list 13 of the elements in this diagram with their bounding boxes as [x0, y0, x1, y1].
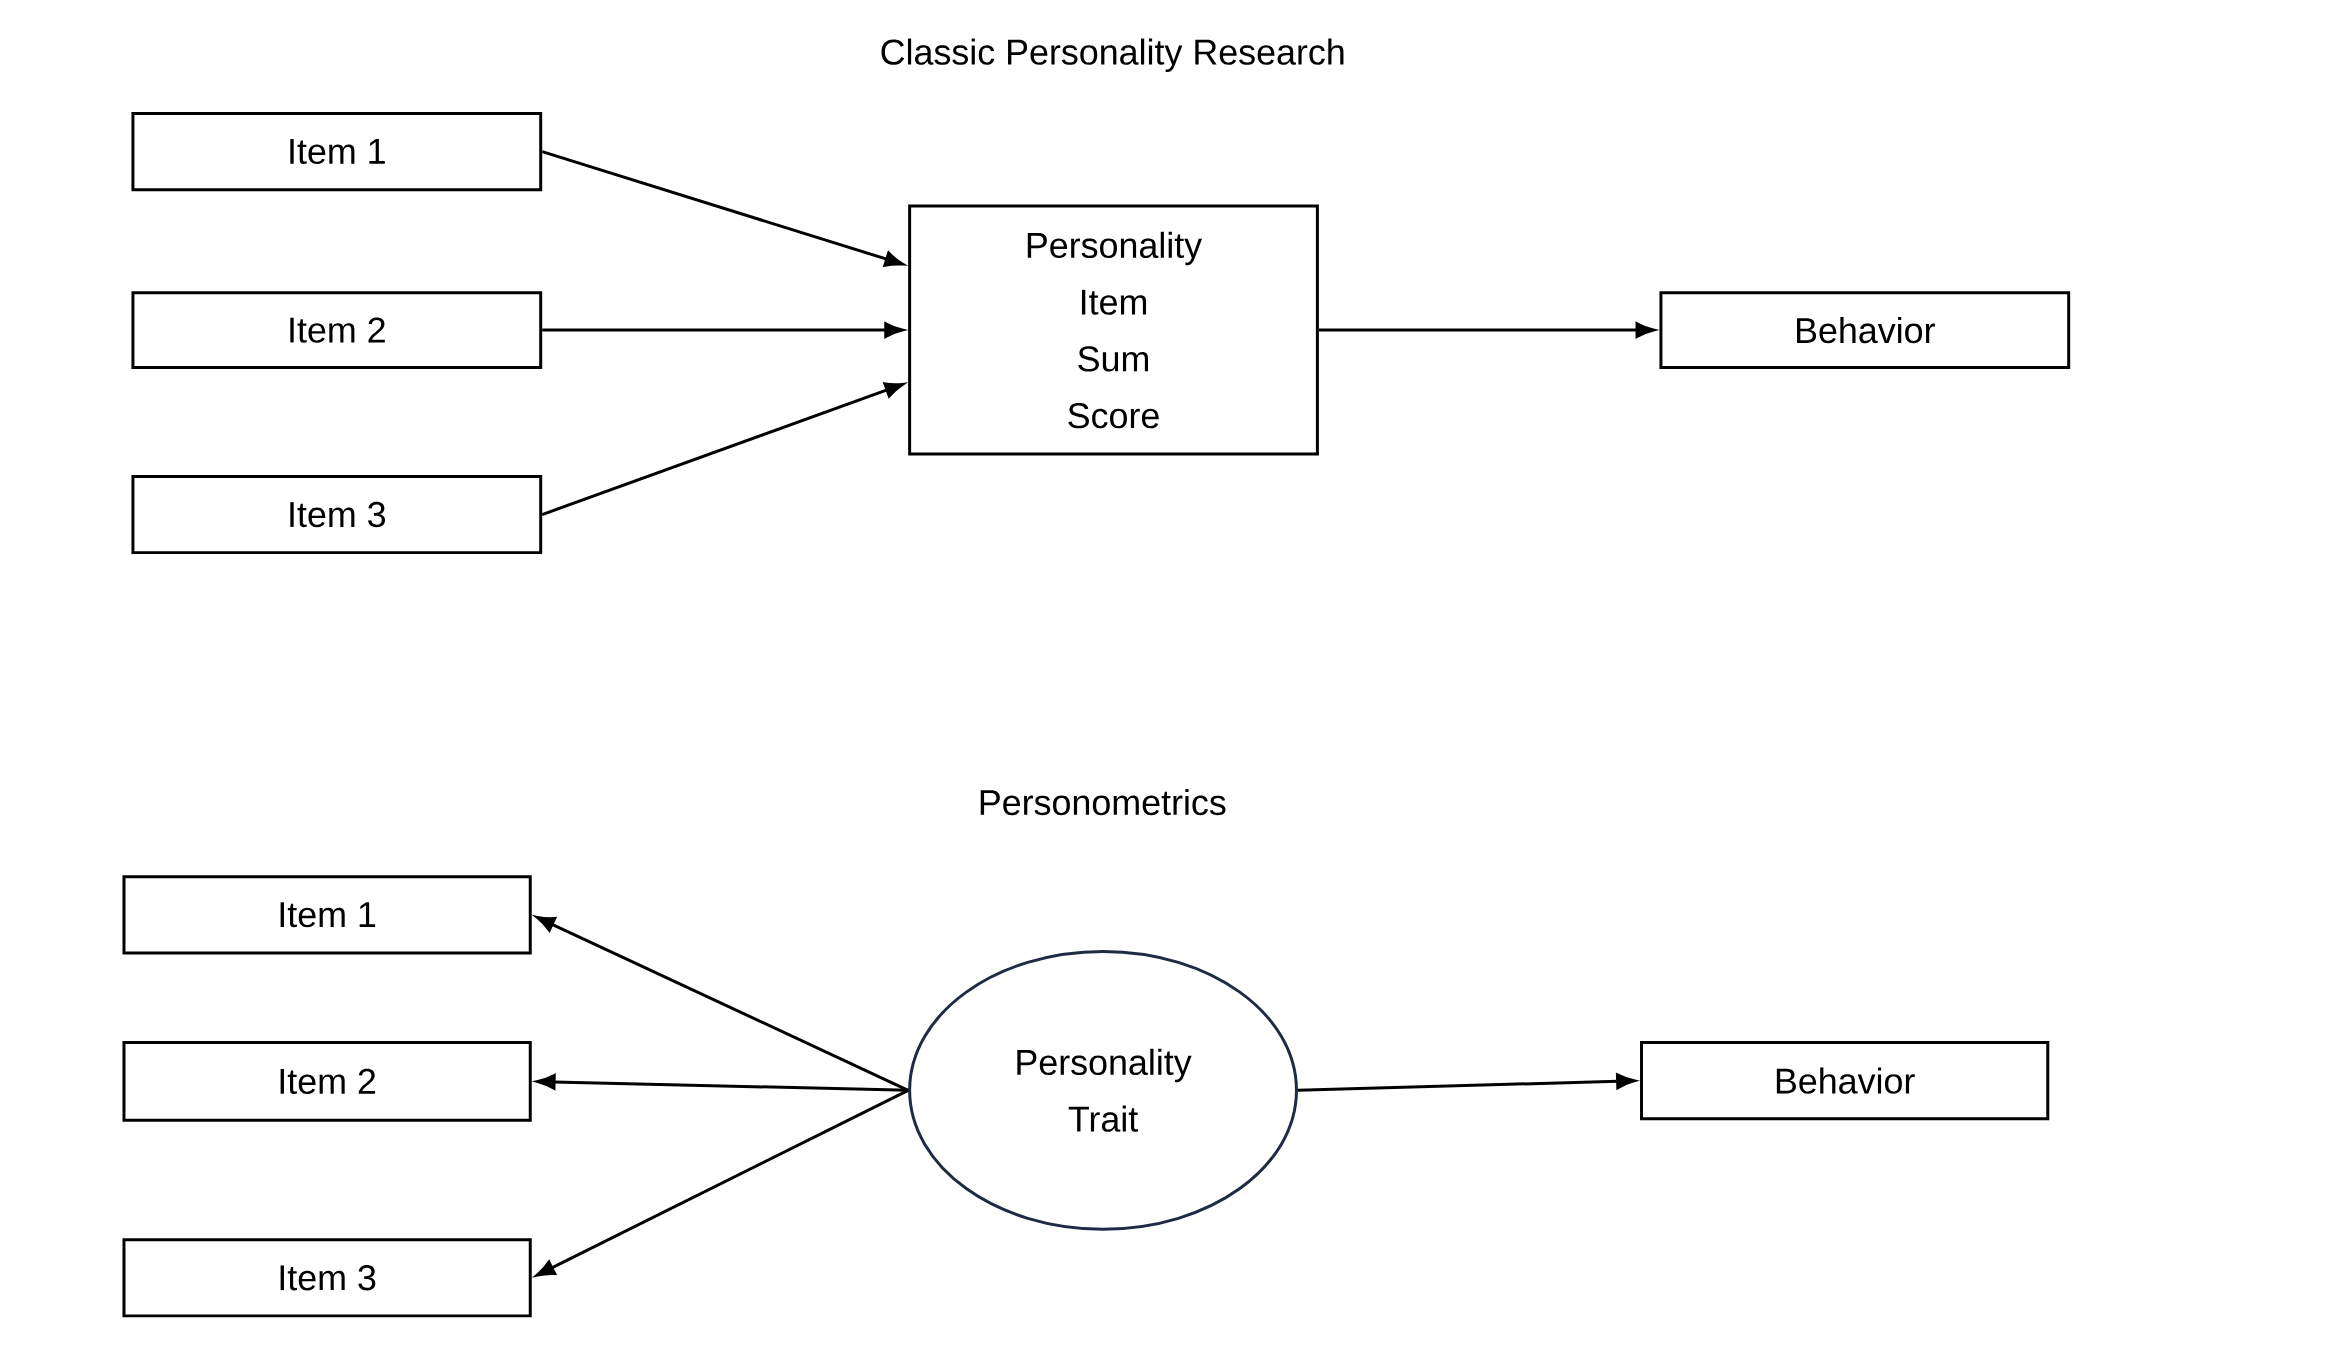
item-box: Item 3 — [131, 474, 543, 555]
arrow — [535, 915, 909, 1092]
item-box: Item 2 — [122, 1040, 532, 1122]
ellipse-node: Personality Trait — [908, 949, 1298, 1231]
item-box: Behavior — [1640, 1040, 2050, 1121]
item-box: Item 2 — [131, 291, 543, 369]
item-box: Item 1 — [122, 875, 532, 955]
section-title: Classic Personality Research — [881, 38, 1344, 72]
item-box: Behavior — [1659, 291, 2071, 369]
section-title: Personometrics — [980, 788, 1226, 816]
process-box: Personality Item Sum Score — [908, 204, 1319, 456]
item-box: Item 3 — [122, 1238, 532, 1318]
item-box: Item 1 — [131, 111, 543, 192]
